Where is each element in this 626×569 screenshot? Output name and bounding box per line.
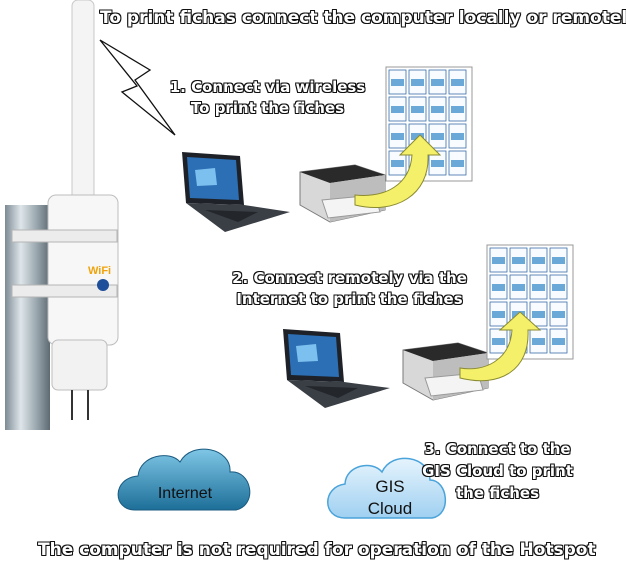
fiche-card-map — [492, 338, 505, 345]
fiche-card-map — [411, 79, 424, 86]
fiche-card-map — [391, 133, 404, 140]
fiche-card-map — [492, 257, 505, 264]
fiche-card-map — [431, 79, 444, 86]
laptop-remote — [283, 329, 390, 408]
fiche-card-map — [411, 133, 424, 140]
fiche-card-map — [552, 338, 565, 345]
fiche-card-map — [451, 79, 464, 86]
fiche-card-map — [431, 106, 444, 113]
fiche-card-map — [391, 106, 404, 113]
step-2-caption: 2. Connect remotely via the Internet to … — [232, 268, 467, 310]
fiche-card-map — [532, 311, 545, 318]
internet-cloud — [117, 448, 251, 511]
fiches-sheet-1 — [385, 66, 473, 182]
fiche-card-map — [512, 257, 525, 264]
gis-cloud-label-line-2: Cloud — [367, 499, 413, 518]
step-2-line-1: 2. Connect remotely via the — [232, 269, 467, 287]
fiche-card-map — [451, 106, 464, 113]
fiche-card-map — [532, 338, 545, 345]
step-3-line-2: GIS Cloud to print — [422, 462, 573, 480]
fiche-card-map — [532, 257, 545, 264]
step-2-line-2: Internet to print the fiches — [236, 290, 463, 308]
step-3-caption: 3. Connect to the GIS Cloud to print the… — [415, 438, 580, 504]
print-arrow-2 — [459, 311, 542, 382]
fiche-card-map — [532, 284, 545, 291]
printer-remote — [402, 342, 489, 401]
fiche-card-map — [552, 257, 565, 264]
fiches-sheet-2 — [486, 244, 574, 360]
fiche-card-map — [411, 106, 424, 113]
fiche-card-map — [492, 311, 505, 318]
fiche-card-map — [552, 311, 565, 318]
fiche-card-map — [512, 284, 525, 291]
fiche-card-map — [391, 79, 404, 86]
step-1-line-2: To print the fiches — [190, 99, 345, 117]
fiche-card-map — [431, 133, 444, 140]
fiche-card-map — [391, 160, 404, 167]
diagram-footer: The computer is not required for operati… — [38, 540, 596, 560]
step-1-line-1: 1. Connect via wireless — [169, 78, 366, 96]
step-3-line-3: the fiches — [455, 484, 540, 502]
step-1-caption: 1. Connect via wireless To print the fic… — [165, 77, 370, 119]
gis-cloud — [327, 457, 447, 519]
wireless-bolt — [99, 39, 176, 136]
printer-local — [299, 164, 386, 223]
fiche-card-map — [451, 133, 464, 140]
fiche-card-map — [431, 160, 444, 167]
laptop-local — [182, 152, 290, 232]
diagram-heading: To print fichas connect the computer loc… — [100, 8, 626, 28]
fiche-card-map — [451, 160, 464, 167]
antenna-pole — [5, 0, 119, 430]
print-arrow-1 — [354, 134, 442, 209]
gis-cloud-label: GIS Cloud — [350, 476, 430, 520]
fiche-card-map — [492, 284, 505, 291]
internet-cloud-label: Internet — [157, 485, 213, 502]
antenna-wifi-badge: WiFi — [88, 265, 111, 277]
fiche-card-map — [552, 284, 565, 291]
gis-cloud-label-line-1: GIS — [375, 477, 405, 496]
step-3-line-1: 3. Connect to the — [424, 440, 571, 458]
